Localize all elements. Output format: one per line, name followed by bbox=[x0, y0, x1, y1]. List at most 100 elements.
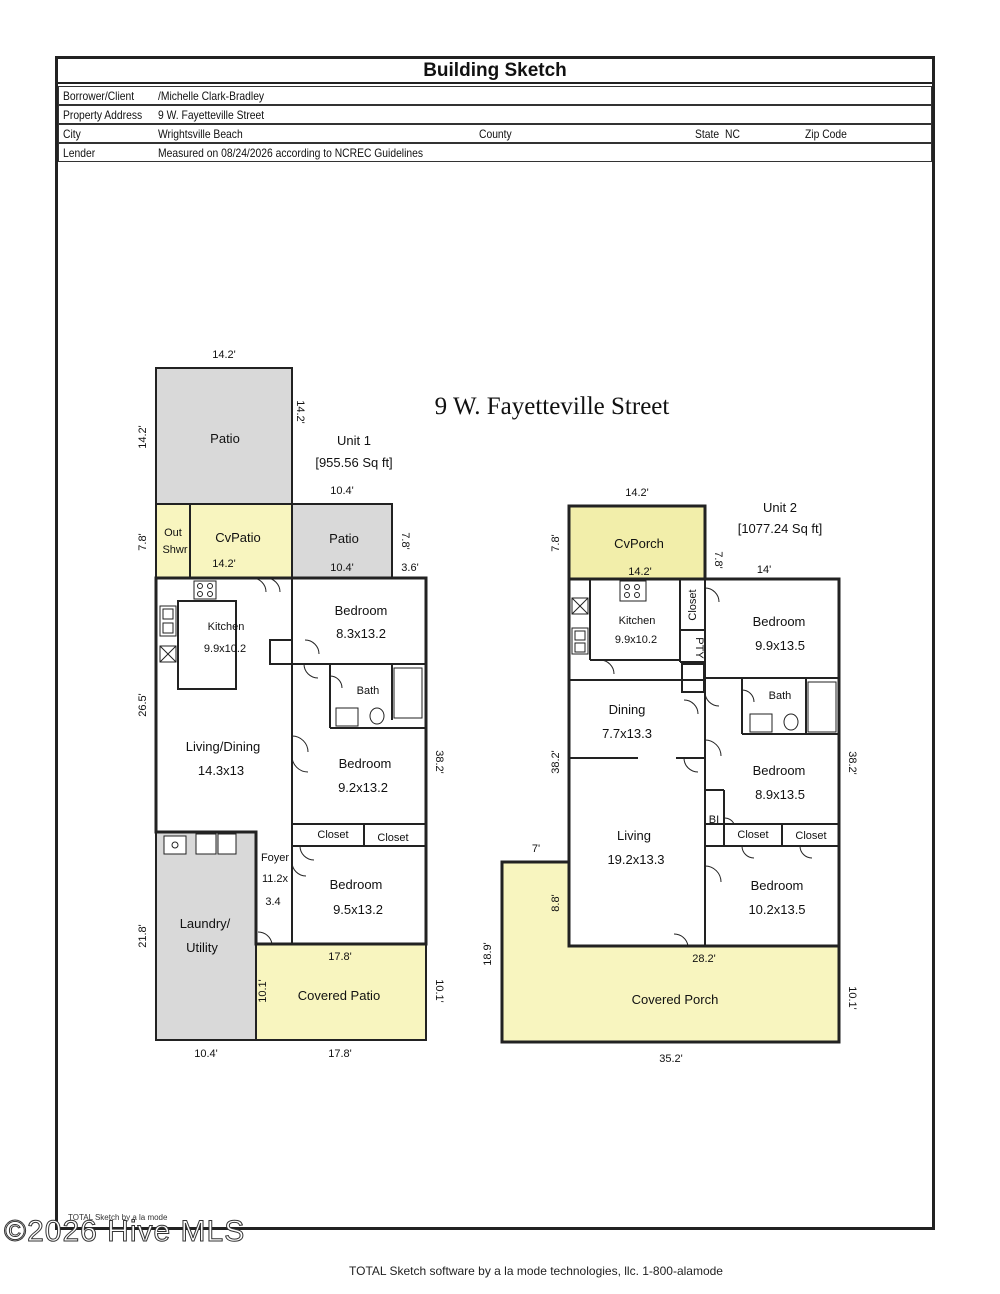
u1-dim-top: 14.2' bbox=[212, 349, 236, 361]
borrower-label: Borrower/Client bbox=[63, 89, 135, 103]
u2-name: Unit 2 bbox=[763, 500, 797, 515]
u2-dim-cv-left: 7.8' bbox=[550, 534, 562, 551]
borrower-value: /Michelle Clark-Bradley bbox=[158, 89, 265, 103]
u1-bedroom2-dim: 9.2x13.2 bbox=[338, 780, 388, 795]
u1-dim-bottom-left: 10.4' bbox=[194, 1048, 218, 1060]
sketch-credit: TOTAL Sketch by a la mode bbox=[68, 1213, 168, 1222]
u2-bedroom3-label: Bedroom bbox=[751, 878, 804, 893]
u2-fixtures bbox=[571, 580, 837, 733]
lender-value: Measured on 08/24/2026 according to NCRE… bbox=[158, 146, 424, 160]
u1-dim-patio-left: 14.2' bbox=[137, 425, 149, 449]
u2-outline bbox=[567, 577, 841, 948]
u2-closet-b: Closet bbox=[795, 830, 826, 842]
u1-foyer-label: Foyer bbox=[261, 852, 289, 864]
u2-covered-porch-label: Covered Porch bbox=[632, 992, 719, 1007]
u1-living-dim: 14.3x13 bbox=[198, 763, 244, 778]
u2-bath-label: Bath bbox=[769, 690, 792, 702]
u2-doors bbox=[599, 587, 813, 947]
u1-kitchen-dim: 9.9x10.2 bbox=[204, 643, 246, 655]
address-value: 9 W. Fayetteville Street bbox=[158, 108, 265, 122]
u1-area: [955.56 Sq ft] bbox=[315, 455, 392, 470]
u2-dim-porch-step: 7' bbox=[532, 843, 540, 855]
u2-dim-porch-inner-top: 28.2' bbox=[692, 953, 716, 965]
u1-dim-right-main: 38.2' bbox=[433, 750, 445, 774]
u2-dim-top: 14.2' bbox=[625, 487, 649, 499]
u2-kitchen-label: Kitchen bbox=[619, 615, 656, 627]
u2-dimensions: 14.2' 7.8' 7.8' 14.2' 14' 38.2' 38.2' 7'… bbox=[482, 487, 858, 1065]
u2-closet-v: Closet bbox=[687, 589, 699, 620]
u1-laundry-label1: Laundry/ bbox=[180, 916, 231, 931]
u1-covered-patio bbox=[255, 943, 427, 1041]
u1-out-label: Out bbox=[164, 527, 182, 539]
u1-fixtures bbox=[159, 580, 423, 855]
u2-dining-dim: 7.7x13.3 bbox=[602, 726, 652, 741]
u1-living-label: Living/Dining bbox=[186, 739, 260, 754]
software-credit: TOTAL Sketch software by a la mode techn… bbox=[349, 1264, 723, 1278]
u1-dim-cov-right: 10.1' bbox=[433, 979, 445, 1003]
plan-title: 9 W. Fayetteville Street bbox=[435, 393, 670, 420]
city-row: City Wrightsville Beach County State NC … bbox=[58, 124, 932, 143]
u1-bath-label: Bath bbox=[357, 685, 380, 697]
u1-bedroom1-dim: 8.3x13.2 bbox=[336, 626, 386, 641]
u1-out-shower bbox=[155, 503, 191, 579]
zip-label: Zip Code bbox=[805, 127, 847, 141]
state-value: NC bbox=[725, 127, 740, 141]
u2-bedroom2-dim: 8.9x13.5 bbox=[755, 787, 805, 802]
u2-living-label: Living bbox=[617, 828, 651, 843]
u2-living-dim: 19.2x13.3 bbox=[607, 852, 664, 867]
u2-dim-porch-inner: 8.8' bbox=[550, 894, 562, 911]
u1-walls bbox=[156, 578, 426, 944]
state-label: State bbox=[695, 127, 720, 141]
u1-patio-top bbox=[155, 367, 293, 505]
u2-dim-right-main: 38.2' bbox=[846, 751, 858, 775]
u2-bedroom1-dim: 9.9x13.5 bbox=[755, 638, 805, 653]
u1-dim-small-patio-top: 10.4' bbox=[330, 485, 354, 497]
u2-dim-cv-right: 7.8' bbox=[712, 551, 724, 568]
u1-dim-small-patio-bottom: 10.4' bbox=[330, 562, 354, 574]
u1-bedroom3-label: Bedroom bbox=[330, 877, 383, 892]
u1-dim-cv-inner: 14.2' bbox=[212, 558, 236, 570]
u1-dim-small-patio-right: 7.8' bbox=[399, 532, 411, 549]
u1-dim-cov-top: 17.8' bbox=[328, 951, 352, 963]
u2-bi-label: BI bbox=[709, 814, 719, 826]
u1-patio-top-label: Patio bbox=[210, 431, 240, 446]
u2-dining-label: Dining bbox=[609, 702, 646, 717]
u2-area: [1077.24 Sq ft] bbox=[738, 521, 823, 536]
u1-doors bbox=[251, 577, 343, 945]
u2-bedroom1-label: Bedroom bbox=[753, 614, 806, 629]
u2-dim-bottom: 35.2' bbox=[659, 1053, 683, 1065]
u1-name: Unit 1 bbox=[337, 433, 371, 448]
u1-dim-patio-right: 14.2' bbox=[294, 400, 306, 424]
u2-dim-porch-right: 10.1' bbox=[846, 986, 858, 1010]
city-label: City bbox=[63, 127, 81, 141]
u1-bedroom2-label: Bedroom bbox=[339, 756, 392, 771]
u1-shwr-label: Shwr bbox=[162, 544, 187, 556]
u1-foyer-dim1: 11.2x bbox=[262, 873, 289, 885]
u2-bedroom2-label: Bedroom bbox=[753, 763, 806, 778]
u1-closet-b: Closet bbox=[377, 832, 408, 844]
u1-dim-laundry-left: 21.8' bbox=[137, 924, 149, 948]
u2-dim-left-main: 38.2' bbox=[550, 750, 562, 774]
u1-dim-left-main: 26.5' bbox=[137, 693, 149, 717]
county-label: County bbox=[479, 127, 512, 141]
u2-pty: PTY bbox=[693, 637, 705, 659]
u1-dim-bottom-right: 17.8' bbox=[328, 1048, 352, 1060]
u2-dim-cv-inner: 14.2' bbox=[628, 566, 652, 578]
u1-room-labels: Patio Out Shwr CvPatio Patio Kitchen 9.9… bbox=[162, 431, 408, 1003]
mls-watermark: ©2026 Hive MLS bbox=[3, 1215, 246, 1249]
u1-dim-cv-left: 7.8' bbox=[137, 533, 149, 550]
u1-laundry-label2: Utility bbox=[186, 940, 218, 955]
u1-bedroom3-dim: 9.5x13.2 bbox=[333, 902, 383, 917]
u2-dim-porch-left: 18.9' bbox=[482, 942, 494, 966]
u1-kitchen-label: Kitchen bbox=[208, 621, 245, 633]
borrower-row: Borrower/Client /Michelle Clark-Bradley bbox=[58, 86, 932, 105]
u1-dimensions: 14.2' 14.2' 14.2' 10.4' 7.8' 14.2' 10.4'… bbox=[137, 349, 445, 1060]
u2-bedroom3-dim: 10.2x13.5 bbox=[748, 902, 805, 917]
u2-cvporch-label: CvPorch bbox=[614, 536, 664, 551]
u2-kitchen-dim: 9.9x10.2 bbox=[615, 634, 657, 646]
u1-patio-small-label: Patio bbox=[329, 531, 359, 546]
u1-bedroom1-label: Bedroom bbox=[335, 603, 388, 618]
sketch-frame bbox=[55, 56, 935, 1230]
u1-laundry bbox=[155, 831, 257, 1041]
sketch-title: Building Sketch bbox=[58, 58, 932, 84]
